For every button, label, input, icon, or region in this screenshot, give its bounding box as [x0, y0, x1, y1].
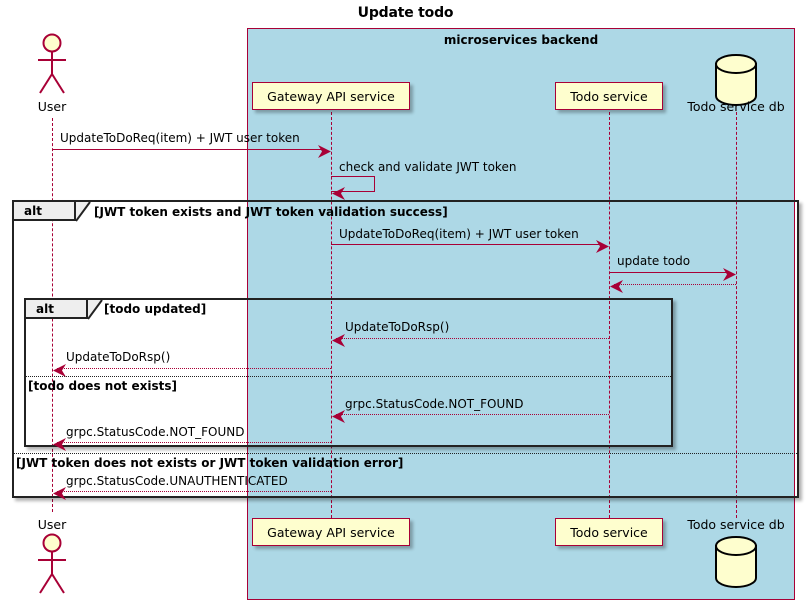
- fragment-alt-inner-divider: [26, 376, 671, 377]
- message-label-m6: UpdateToDoRsp(): [345, 320, 450, 334]
- fragment-alt-inner: [24, 298, 673, 447]
- fragment-alt-outer-divider: [14, 453, 797, 454]
- group-box-microservices-backend: [247, 28, 795, 600]
- avatar-user-bottom: [32, 533, 72, 595]
- lifeline-gateway: [331, 112, 332, 518]
- message-label-m2: check and validate JWT token: [339, 160, 517, 174]
- fragment-alt-outer: [12, 200, 799, 498]
- participant-label-user-top: User: [37, 99, 67, 114]
- message-line-m10: [57, 491, 331, 492]
- fragment-alt-inner-keyword: alt: [36, 301, 54, 316]
- fragment-alt-outer-condition-1: [JWT token exists and JWT token validati…: [94, 205, 448, 219]
- message-arrowhead-m4: [723, 266, 737, 285]
- message-line-m5: [614, 284, 736, 285]
- fragment-alt-outer-condition-2: [JWT token does not exists or JWT token …: [16, 456, 404, 470]
- message-line-m8: [336, 414, 609, 415]
- participant-gateway-api-service-bottom[interactable]: Gateway API service: [252, 518, 410, 546]
- participant-todo-service-bottom[interactable]: Todo service: [555, 518, 663, 546]
- participant-label-gateway-top: Gateway API service: [267, 88, 395, 104]
- message-arrowhead-m1: [318, 143, 332, 162]
- participant-label-todo-bottom: Todo service: [570, 524, 648, 540]
- participant-label-todo-top: Todo service: [570, 88, 648, 104]
- fragment-alt-inner-tab-corner: [87, 299, 104, 325]
- message-arrowhead-m6: [331, 332, 345, 351]
- participant-label-db-bottom: Todo service db: [687, 517, 785, 532]
- fragment-alt-outer-keyword: alt: [24, 203, 42, 218]
- message-line-m7: [57, 368, 331, 369]
- participant-todo-service-top[interactable]: Todo service: [555, 82, 663, 110]
- message-arrowhead-m7: [52, 362, 66, 381]
- participant-gateway-api-service-top[interactable]: Gateway API service: [252, 82, 410, 110]
- participant-label-user-bottom: User: [37, 517, 67, 532]
- page-title: Update todo: [357, 5, 454, 21]
- message-arrowhead-m8: [331, 408, 345, 427]
- message-line-m6: [336, 338, 609, 339]
- avatar-user-top: [32, 33, 72, 95]
- message-label-m7: UpdateToDoRsp(): [66, 350, 171, 364]
- message-line-m3: [331, 244, 603, 245]
- message-line-m9: [57, 442, 331, 443]
- group-box-label: microservices backend: [443, 33, 599, 47]
- message-label-m4: update todo: [617, 254, 691, 268]
- fragment-alt-inner-condition-2: [todo does not exists]: [28, 379, 177, 393]
- database-todo-service-db-bottom[interactable]: [710, 534, 762, 592]
- message-label-m8: grpc.StatusCode.NOT_FOUND: [345, 397, 524, 411]
- fragment-alt-inner-condition-1: [todo updated]: [104, 302, 207, 316]
- fragment-alt-outer-tab-corner: [75, 201, 92, 227]
- message-label-m9: grpc.StatusCode.NOT_FOUND: [66, 425, 245, 439]
- participant-label-gateway-bottom: Gateway API service: [267, 524, 395, 540]
- fragment-alt-outer-tab: alt: [14, 202, 76, 221]
- message-line-m4: [609, 272, 731, 273]
- message-selfloop-m2: [331, 176, 375, 192]
- fragment-alt-inner-tab: alt: [26, 300, 88, 319]
- message-label-m1: UpdateToDoReq(item) + JWT user token: [60, 131, 300, 145]
- message-arrowhead-m5: [609, 278, 623, 297]
- message-arrowhead-m2: [331, 185, 345, 204]
- message-arrowhead-m9: [52, 436, 66, 455]
- message-arrowhead-m10: [52, 485, 66, 504]
- database-todo-service-db-top[interactable]: [710, 52, 762, 110]
- lifeline-db: [736, 112, 737, 518]
- message-label-m10: grpc.StatusCode.UNAUTHENTICATED: [66, 474, 288, 488]
- message-arrowhead-m3: [596, 238, 610, 257]
- lifeline-todo: [609, 112, 610, 518]
- participant-label-db-top: Todo service db: [687, 99, 785, 114]
- message-line-m1: [52, 149, 324, 150]
- message-label-m3: UpdateToDoReq(item) + JWT user token: [339, 227, 579, 241]
